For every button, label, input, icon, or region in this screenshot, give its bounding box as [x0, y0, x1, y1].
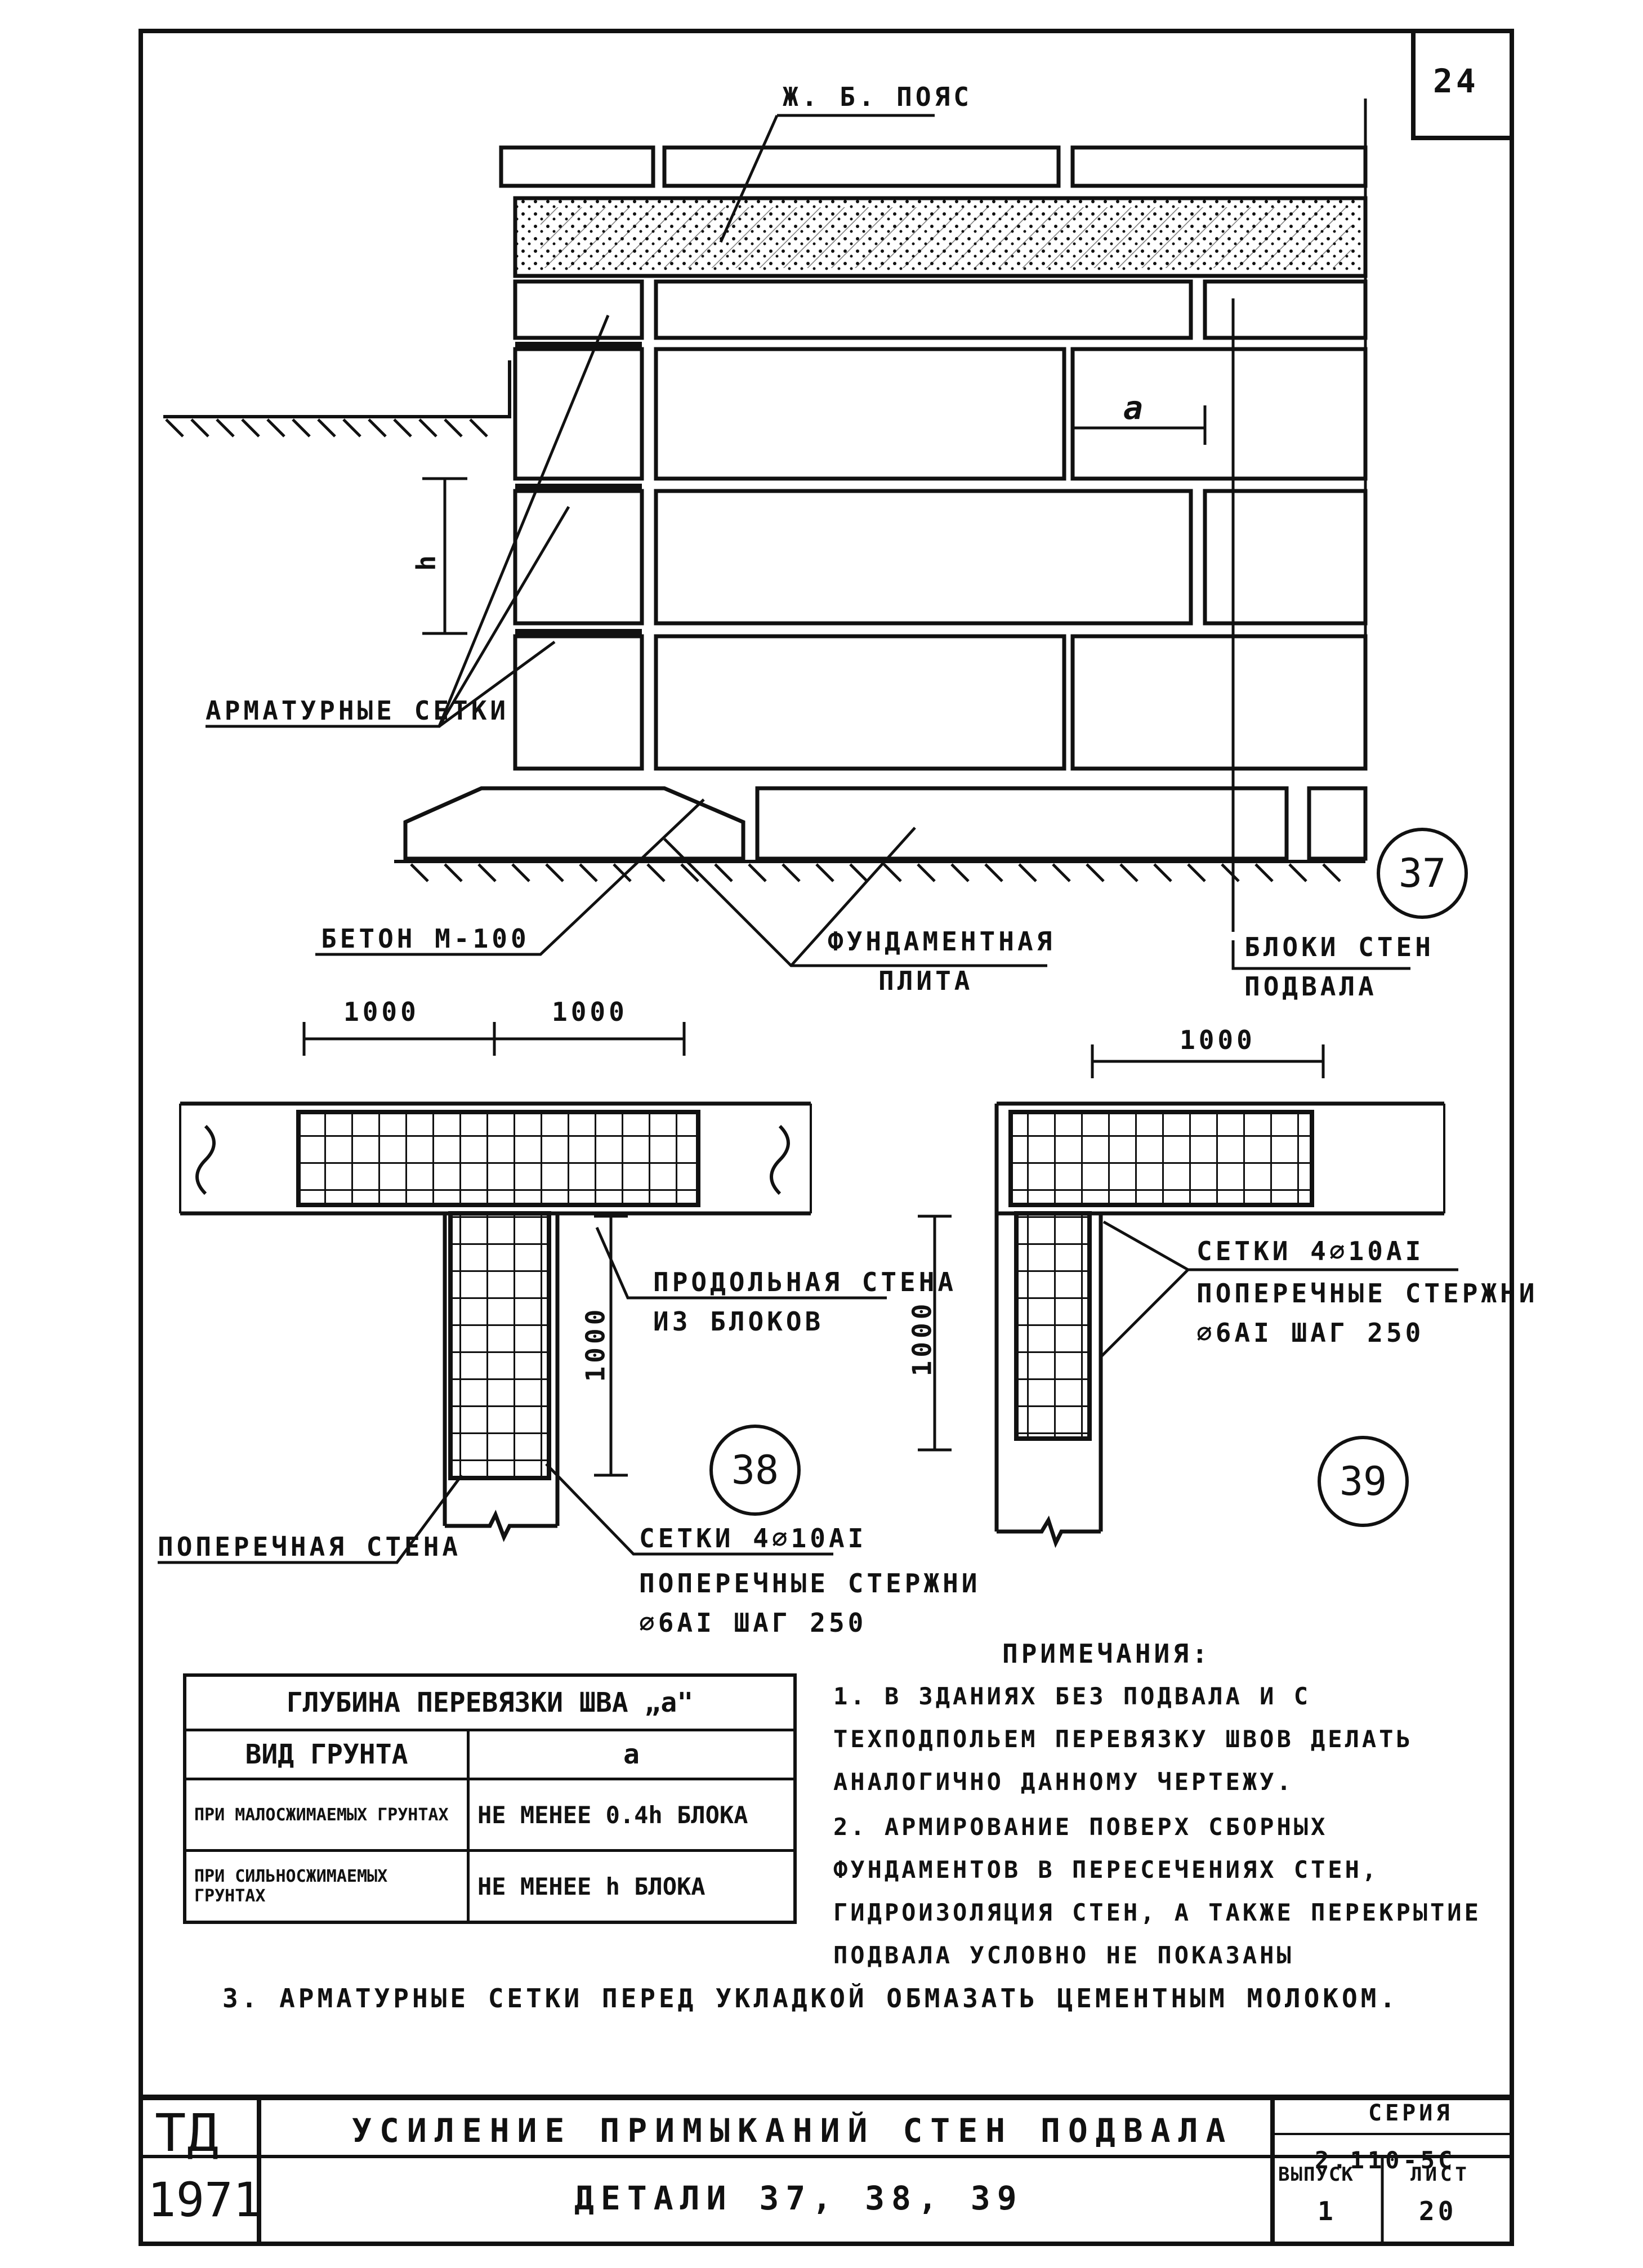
note-1: 1. В ЗДАНИЯХ БЕЗ ПОДВАЛА И С ТЕХПОДПОЛЬЕ…	[833, 1682, 1413, 1796]
wall-blocks-label-2: ПОДВАЛА	[1244, 971, 1377, 1002]
detail-37-leaders	[206, 114, 1410, 970]
dimension-1000-b: 1000	[552, 997, 628, 1027]
jb-belt-label: Ж. Б. ПОЯС	[783, 82, 972, 112]
table-header-soil: ВИД ГРУНТА	[183, 1729, 470, 1780]
mesh-38-label-1: СЕТКИ 4⌀10АI	[639, 1523, 867, 1553]
detail-38-marker: 38	[709, 1425, 801, 1516]
table-header-a: а	[467, 1729, 797, 1780]
detail-37-wall	[163, 99, 1368, 932]
dimension-1000-vertical-39: 1000	[907, 1300, 937, 1377]
detail-39-marker: 39	[1318, 1436, 1409, 1527]
drawing-title: УСИЛЕНИЕ ПРИМЫКАНИЙ СТЕН ПОДВАЛА	[352, 2111, 1234, 2150]
dimension-1000-a: 1000	[343, 997, 419, 1027]
issue-label: ВЫПУСК	[1278, 2163, 1354, 2186]
table-cell-soil: ПРИ МАЛОСЖИМАЕМЫХ ГРУНТАХ	[183, 1778, 470, 1852]
sheet-value: 20	[1419, 2196, 1457, 2226]
detail-38-plan	[179, 1101, 812, 1542]
detail-39-leaders	[1100, 1220, 1458, 1358]
longitudinal-wall-label-2: ИЗ БЛОКОВ	[653, 1306, 824, 1337]
table-title: ГЛУБИНА ПЕРЕВЯЗКИ ШВА „а"	[183, 1673, 797, 1731]
note-3: 3. АРМАТУРНЫЕ СЕТКИ ПЕРЕД УКЛАДКОЙ ОБМАЗ…	[222, 1983, 1399, 2013]
issue-value: 1	[1318, 2196, 1337, 2226]
table-cell-soil: ПРИ СИЛЬНОСЖИМАЕМЫХ ГРУНТАХ	[183, 1849, 470, 1924]
notes-title: ПРИМЕЧАНИЯ:	[1002, 1639, 1211, 1669]
cross-wall-label: ПОПЕРЕЧНАЯ СТЕНА	[158, 1532, 462, 1562]
longitudinal-wall-label-1: ПРОДОЛЬНАЯ СТЕНА	[653, 1267, 957, 1297]
table-row: ПРИ СИЛЬНОСЖИМАЕМЫХ ГРУНТАХ НЕ МЕНЕЕ h Б…	[183, 1849, 797, 1924]
note-2: 2. АРМИРОВАНИЕ ПОВЕРХ СБОРНЫХ ФУНДАМЕНТО…	[833, 1813, 1481, 1969]
org-stamp: ТД	[155, 2103, 220, 2163]
concrete-label: БЕТОН М-100	[321, 923, 530, 954]
series-value: 2.110-5С	[1315, 2146, 1456, 2174]
foundation-slab-label-2: ПЛИТА	[878, 966, 974, 996]
mesh-39-label-3: ⌀6АI ШАГ 250	[1196, 1318, 1425, 1348]
wall-blocks-label-1: БЛОКИ СТЕН	[1244, 932, 1434, 962]
mesh-39-label-2: ПОПЕРЕЧНЫЕ СТЕРЖНИ	[1196, 1278, 1538, 1309]
detail-37-marker: 37	[1377, 828, 1468, 919]
detail-37-dimensions	[422, 405, 1207, 635]
dimension-1000-vertical-38: 1000	[580, 1306, 611, 1382]
detail-39-plan	[994, 1101, 1445, 1548]
ground-hatch	[165, 418, 1341, 882]
series-label: СЕРИЯ	[1368, 2100, 1453, 2126]
mesh-39-label-1: СЕТКИ 4⌀10АI	[1196, 1236, 1425, 1266]
detail-39-dimensions	[918, 1044, 1325, 1452]
mesh-38-label-2: ПОПЕРЕЧНЫЕ СТЕРЖНИ	[639, 1568, 981, 1599]
sheet-frame	[139, 29, 1514, 2246]
notes-block: 1. В ЗДАНИЯХ БЕЗ ПОДВАЛА И С ТЕХПОДПОЛЬЕ…	[833, 1675, 1486, 1979]
page-number: 24	[1433, 62, 1479, 100]
table-cell-a: НЕ МЕНЕЕ h БЛОКА	[467, 1849, 797, 1924]
table-cell-a: НЕ МЕНЕЕ 0.4h БЛОКА	[467, 1778, 797, 1852]
mesh-38-label-3: ⌀6АI ШАГ 250	[639, 1608, 867, 1638]
year: 1971	[148, 2172, 262, 2227]
dimension-h: h	[410, 552, 441, 571]
detail-38-leaders	[158, 1226, 887, 1564]
dimension-a: а	[1123, 389, 1146, 427]
sheet-label: ЛИСТ	[1410, 2163, 1470, 2186]
joint-depth-table: ГЛУБИНА ПЕРЕВЯЗКИ ШВА „а" ВИД ГРУНТА а П…	[183, 1673, 797, 1924]
dimension-1000-c: 1000	[1180, 1025, 1256, 1055]
rebar-mesh-label: АРМАТУРНЫЕ СЕТКИ	[206, 695, 510, 726]
drawing-subtitle: ДЕТАЛИ 37, 38, 39	[574, 2179, 1024, 2217]
foundation-slab-label-1: ФУНДАМЕНТНАЯ	[828, 926, 1056, 957]
table-row: ПРИ МАЛОСЖИМАЕМЫХ ГРУНТАХ НЕ МЕНЕЕ 0.4h …	[183, 1778, 797, 1852]
